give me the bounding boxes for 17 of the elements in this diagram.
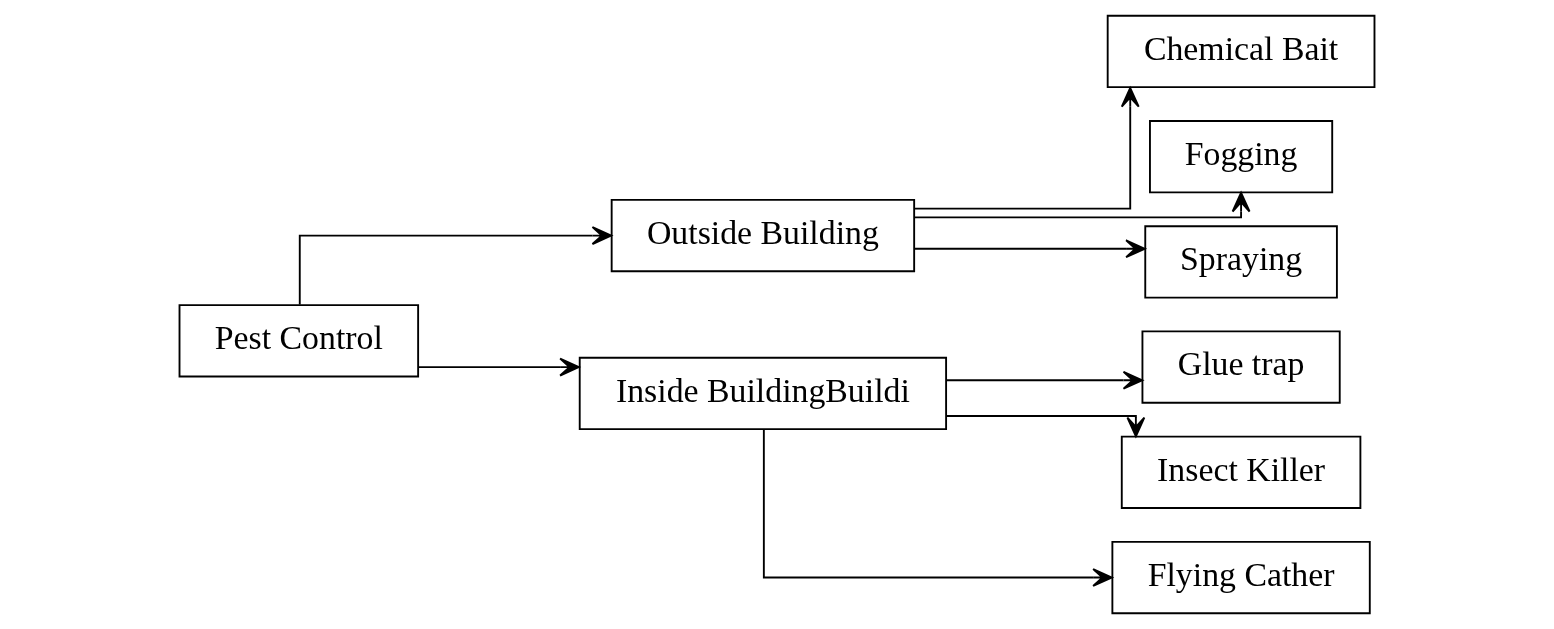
arrow — [913, 87, 1140, 210]
node-box: Insect Killer — [1120, 435, 1362, 509]
arrow — [913, 191, 1251, 219]
node-box: Inside BuildingBuildi — [578, 356, 948, 431]
arrow — [298, 226, 613, 306]
node-box: Flying Cather — [1111, 540, 1371, 615]
arrow — [913, 239, 1146, 259]
arrow — [945, 415, 1146, 438]
arrow — [762, 428, 1113, 587]
node-box: Pest Control — [178, 304, 420, 378]
node-box: Fogging — [1149, 120, 1334, 194]
arrow — [417, 357, 580, 377]
node-box: Spraying — [1144, 225, 1338, 299]
arrow — [945, 370, 1144, 390]
node-box: Glue trap — [1141, 330, 1341, 404]
node-box: Chemical Bait — [1106, 14, 1376, 89]
node-box: Outside Building — [610, 198, 916, 273]
